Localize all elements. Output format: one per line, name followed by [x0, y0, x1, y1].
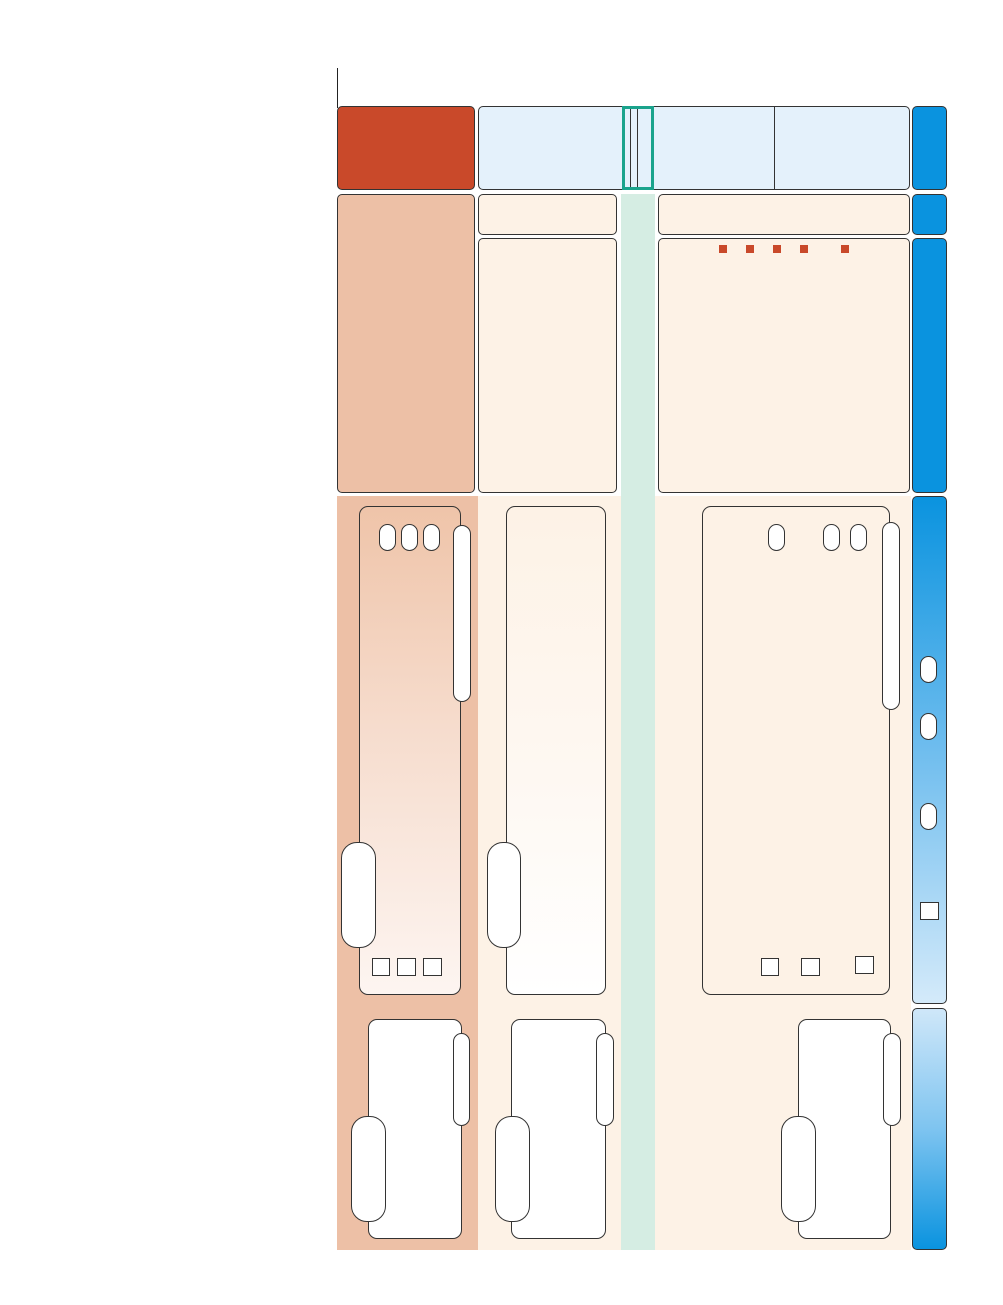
blue-bar-header: [912, 106, 947, 190]
rust-card-toggle-1[interactable]: [379, 524, 396, 551]
rust-card-scrollbar[interactable]: [453, 525, 471, 702]
blue-bar-panel: [912, 238, 947, 493]
marker-4: [800, 245, 808, 253]
cream-right-scrollbar[interactable]: [882, 522, 900, 710]
cream-right-checkbox-3[interactable]: [855, 956, 874, 974]
cream-right-bottom-scrollbar[interactable]: [883, 1033, 901, 1126]
marker-2: [746, 245, 754, 253]
marker-3: [773, 245, 781, 253]
teal-selection-inner-line-1: [630, 109, 631, 187]
cream-card-side-handle[interactable]: [487, 842, 521, 948]
rust-bottom-scrollbar[interactable]: [453, 1033, 470, 1126]
cream-bottom-scrollbar[interactable]: [596, 1033, 614, 1126]
cream-panel-left: [478, 238, 617, 493]
teal-vertical-band: [621, 194, 655, 1250]
rust-card-side-handle[interactable]: [341, 842, 376, 948]
blue-bar-toggle-1[interactable]: [920, 656, 937, 683]
top-tick-line: [337, 68, 338, 108]
header-divider: [774, 106, 775, 190]
cream-tab-left[interactable]: [478, 194, 617, 235]
cream-right-card[interactable]: [702, 506, 890, 995]
rust-header-block: [337, 106, 475, 190]
light-blue-header-block: [478, 106, 910, 190]
cream-card-gradient[interactable]: [506, 506, 606, 995]
marker-5: [841, 245, 849, 253]
blue-bar-toggle-3[interactable]: [920, 803, 937, 830]
rust-card-checkbox-1[interactable]: [372, 958, 390, 976]
rust-card-toggle-3[interactable]: [423, 524, 440, 551]
cream-panel-right: [658, 238, 910, 493]
rust-card-checkbox-3[interactable]: [423, 958, 442, 976]
blue-bar-toggle-2[interactable]: [920, 713, 937, 740]
rust-bottom-side-handle[interactable]: [351, 1116, 386, 1222]
cream-right-checkbox-2[interactable]: [801, 958, 820, 976]
blue-bar-gradient-lower: [912, 1008, 947, 1250]
blue-bar-tab[interactable]: [912, 194, 947, 235]
cream-bottom-side-handle[interactable]: [495, 1116, 530, 1222]
cream-right-toggle-1[interactable]: [768, 524, 785, 551]
cream-right-bottom-side-handle[interactable]: [781, 1116, 816, 1222]
cream-right-toggle-3[interactable]: [850, 524, 867, 551]
blue-bar-gradient-upper: [912, 496, 947, 1004]
rust-card-gradient[interactable]: [359, 506, 461, 995]
blue-bar-checkbox[interactable]: [920, 902, 939, 920]
rust-card-checkbox-2[interactable]: [397, 958, 416, 976]
marker-1: [719, 245, 727, 253]
teal-selection-outline[interactable]: [622, 106, 654, 190]
teal-selection-inner-line-2: [637, 109, 638, 187]
cream-right-toggle-2[interactable]: [823, 524, 840, 551]
rust-upper-panel: [337, 194, 475, 493]
cream-right-checkbox-1[interactable]: [761, 958, 779, 976]
rust-card-toggle-2[interactable]: [401, 524, 418, 551]
cream-tab-right[interactable]: [658, 194, 910, 235]
